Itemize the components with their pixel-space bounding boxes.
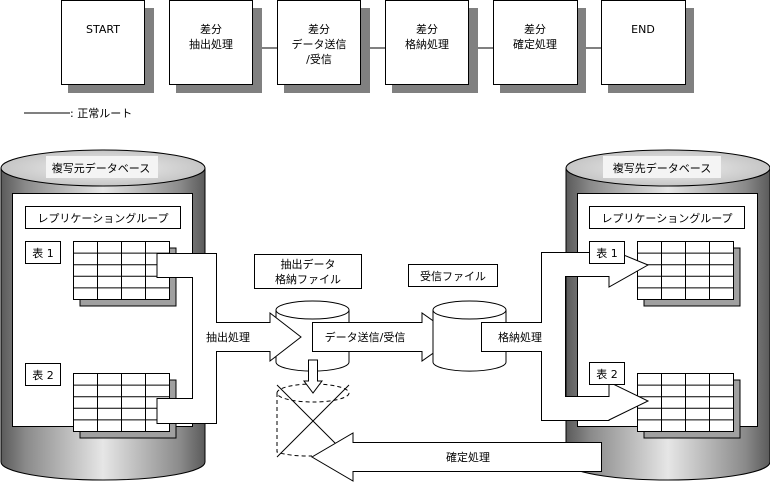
source-group-label: レプリケーショングループ bbox=[37, 211, 168, 225]
flow-step-commit: 差分 確定処理 bbox=[493, 0, 586, 93]
flow-step-label: 差分 bbox=[200, 22, 222, 36]
store-arrow-label: 格納処理 bbox=[498, 330, 542, 344]
extract-arrow: 抽出処理 bbox=[156, 253, 302, 424]
source-database: 複写元データベース レプリケーショングループ 表 1 表 2 bbox=[0, 149, 206, 481]
target-table2-label: 表 2 bbox=[596, 367, 618, 381]
flow-step-label: 抽出処理 bbox=[189, 37, 233, 51]
flow-step-label: END bbox=[631, 23, 655, 36]
target-table2-grid bbox=[637, 373, 741, 439]
deleted-extract-file bbox=[276, 359, 350, 458]
commit-arrow-label: 確定処理 bbox=[446, 450, 490, 464]
flow-step-label: /受信 bbox=[306, 53, 332, 66]
source-group-box bbox=[25, 206, 181, 229]
target-group-label: レプリケーショングループ bbox=[601, 211, 732, 225]
delete-down-arrow bbox=[303, 359, 323, 394]
flow-step-label: 確定処理 bbox=[513, 37, 557, 51]
flow-step-label: データ送信 bbox=[292, 37, 347, 51]
flow-step-end: END bbox=[601, 0, 694, 93]
source-db-title: 複写元データベース bbox=[52, 161, 150, 175]
cross-line bbox=[276, 384, 350, 458]
legend: : 正常ルート bbox=[24, 107, 132, 120]
target-table1-grid bbox=[637, 241, 741, 307]
extract-file-label: 格納ファイル bbox=[275, 272, 341, 286]
source-table1-label: 表 1 bbox=[32, 246, 54, 260]
source-table2-label: 表 2 bbox=[32, 368, 54, 382]
extract-file-label: 抽出データ bbox=[281, 257, 336, 271]
extract-arrow-label: 抽出処理 bbox=[206, 330, 250, 344]
legend-label: : 正常ルート bbox=[70, 107, 132, 120]
target-db-title: 複写先データベース bbox=[613, 161, 711, 175]
source-table2-label-box bbox=[25, 363, 61, 386]
extract-file-label-box bbox=[254, 254, 362, 289]
target-table2-label-box bbox=[589, 362, 625, 385]
flow-step-extract: 差分 抽出処理 bbox=[169, 0, 262, 93]
receive-file-label: 受信ファイル bbox=[420, 270, 486, 283]
flow-step-label: 差分 bbox=[308, 22, 330, 36]
flow-step-label: 格納処理 bbox=[405, 37, 449, 51]
target-table1-label-box bbox=[589, 241, 625, 264]
flow-step-label: 差分 bbox=[524, 22, 546, 36]
receive-file-label-box bbox=[408, 264, 498, 287]
flow-step-label: 差分 bbox=[416, 22, 438, 36]
source-table1-label-box bbox=[25, 241, 61, 264]
target-database: 複写先データベース レプリケーショングループ bbox=[565, 149, 770, 481]
flow-step-store: 差分 格納処理 bbox=[385, 0, 478, 93]
transfer-arrow: データ送信/受信 bbox=[312, 312, 457, 362]
flow-chart: START 差分 抽出処理 差分 データ送信 /受信 差分 格納処理 差分 確定… bbox=[24, 0, 694, 120]
target-table1-label: 表 1 bbox=[596, 246, 618, 260]
source-db-title-bg bbox=[46, 156, 158, 178]
flow-step-label: START bbox=[86, 23, 120, 36]
flow-step-transfer: 差分 データ送信 /受信 bbox=[277, 0, 370, 93]
transfer-arrow-label: データ送信/受信 bbox=[325, 330, 406, 344]
flow-step-start: START bbox=[61, 0, 154, 93]
target-db-title-bg bbox=[603, 156, 721, 178]
commit-arrow: 確定処理 bbox=[311, 432, 602, 482]
target-group-box bbox=[589, 206, 745, 229]
